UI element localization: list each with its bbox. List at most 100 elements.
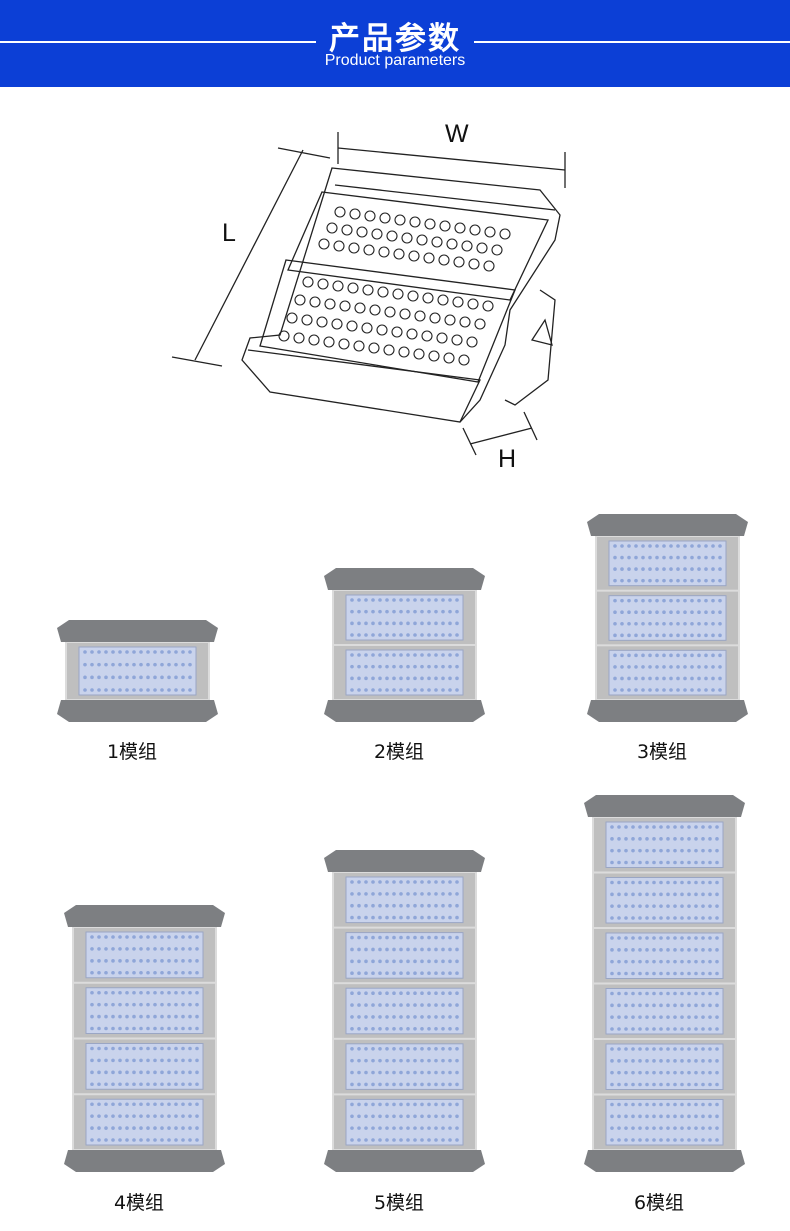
led-dot — [624, 1114, 628, 1119]
led-dot — [385, 1138, 389, 1142]
led-dot — [697, 633, 701, 638]
led-dot — [104, 959, 108, 963]
led-dot — [687, 1114, 691, 1119]
led-dot — [392, 1003, 396, 1007]
led-dot — [448, 991, 452, 995]
lamp-bottom-cap — [587, 700, 748, 722]
led-dot — [167, 1026, 171, 1031]
led-dot — [378, 1138, 382, 1142]
led-dot — [638, 936, 642, 940]
module-led-panel — [345, 594, 464, 641]
led-dot — [631, 860, 635, 865]
led-dot — [655, 567, 659, 571]
led-dot — [624, 936, 628, 940]
led-dot — [399, 903, 403, 908]
led-dot — [399, 653, 403, 657]
led-dot — [427, 1027, 431, 1031]
led-dot — [683, 676, 687, 681]
led-dot — [694, 948, 698, 952]
led-dot — [448, 915, 452, 920]
led-dot — [711, 676, 715, 681]
module-led-panel — [605, 988, 724, 1035]
led-dot — [631, 1126, 635, 1130]
led-dot — [357, 598, 361, 602]
led-dot — [181, 1014, 185, 1019]
led-dot — [427, 621, 431, 626]
led-dot — [434, 598, 438, 602]
led-dot — [673, 1015, 677, 1019]
led-dot — [188, 1126, 192, 1130]
led-dot — [371, 1082, 375, 1087]
led-dot — [694, 959, 698, 964]
led-dot — [406, 892, 410, 896]
led-dot — [427, 1058, 431, 1063]
led-dot — [448, 947, 452, 952]
led-dot — [715, 892, 719, 897]
led-dot — [146, 970, 150, 975]
led-dot — [455, 935, 459, 940]
led-dot — [624, 837, 628, 841]
led-dot — [652, 1114, 656, 1119]
led-dot — [371, 1027, 375, 1031]
led-dot — [662, 567, 666, 571]
led-dot — [97, 1002, 101, 1007]
led-dot — [718, 676, 722, 681]
led-dot — [153, 688, 157, 692]
led-dot — [406, 664, 410, 669]
led-dot — [139, 1082, 143, 1087]
led-dot — [448, 1015, 452, 1019]
led-dot — [620, 633, 624, 638]
led-dot — [160, 1082, 164, 1087]
led-dot — [153, 935, 157, 939]
module-lamp-1 — [57, 620, 218, 722]
led-dot — [448, 903, 452, 908]
led-dot — [350, 633, 354, 637]
led-dot — [690, 665, 694, 669]
led-dot — [139, 1102, 143, 1107]
led-dot — [427, 935, 431, 940]
led-dot — [413, 633, 417, 637]
led-dot — [673, 904, 677, 908]
led-dot — [427, 947, 431, 952]
led-dot — [648, 610, 652, 615]
led-dot — [669, 665, 673, 669]
led-dot — [610, 860, 614, 865]
led-dot — [441, 1047, 445, 1051]
led-dot — [350, 1126, 354, 1130]
led-dot — [188, 675, 192, 680]
led-dot — [631, 892, 635, 897]
led-dot — [610, 1070, 614, 1075]
led-dot — [132, 947, 136, 951]
led-dot — [683, 688, 687, 692]
led-dot — [357, 633, 361, 637]
led-dot — [673, 1027, 677, 1031]
led-dot — [662, 633, 666, 638]
led-dot — [399, 664, 403, 669]
led-dot — [610, 892, 614, 897]
led-dot — [350, 664, 354, 669]
led-dot — [701, 825, 705, 829]
led-dot — [364, 1082, 368, 1087]
led-dot — [132, 650, 136, 654]
led-dot — [371, 1015, 375, 1019]
led-dot — [188, 959, 192, 963]
led-dot — [441, 621, 445, 626]
led-dot — [624, 1059, 628, 1063]
led-dot — [610, 1047, 614, 1051]
led-dot — [406, 1003, 410, 1007]
led-dot — [399, 1114, 403, 1119]
led-dot — [392, 653, 396, 657]
module-caption-3: 3模组 — [636, 741, 688, 763]
led-dot — [680, 936, 684, 940]
led-dot — [118, 1002, 122, 1007]
led-dot — [364, 1015, 368, 1019]
module-led-panel — [85, 931, 204, 979]
led-dot — [350, 935, 354, 940]
led-dot — [406, 1058, 410, 1063]
led-dot — [645, 1059, 649, 1063]
led-dot — [694, 1059, 698, 1063]
led-dot — [434, 664, 438, 669]
led-dot — [624, 848, 628, 853]
led-dot — [448, 664, 452, 669]
led-dot — [104, 1138, 108, 1142]
